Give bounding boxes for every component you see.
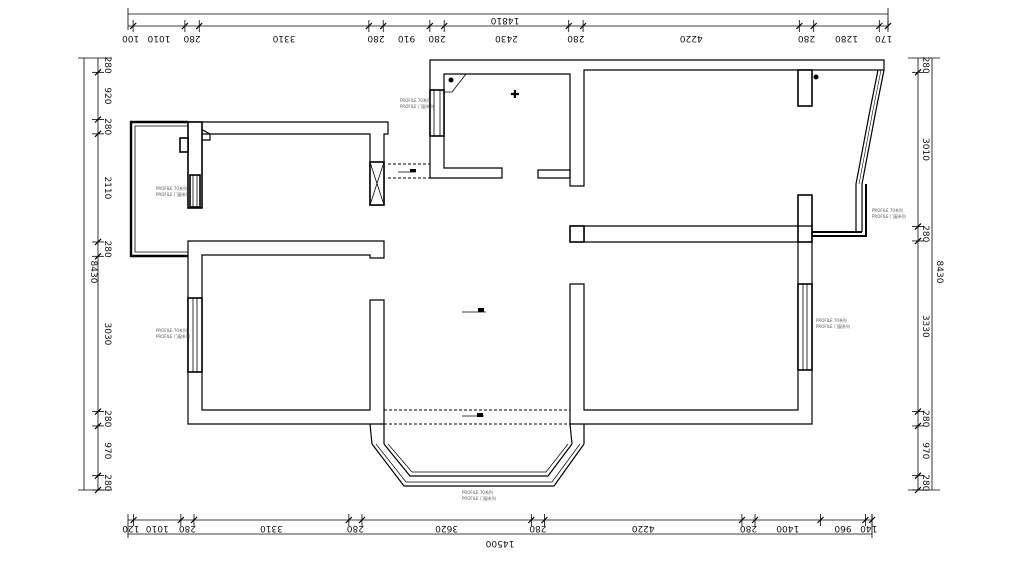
right-bedroom-door-post (569, 225, 585, 243)
right-total-label: 8430 (934, 261, 944, 284)
bottom-segment-label: 140 (860, 523, 877, 533)
top-segment-label: 280 (798, 33, 815, 43)
bottom-dimension-chain: 14500 120 1010 280 3310 280 3620 280 4220 280 140… (122, 514, 877, 548)
bathroom-window (429, 89, 445, 137)
top-dimension-chain: 14810 100 1010 280 3310 280 910 280 2430 280 4220… (122, 8, 892, 43)
note-kitchen-2: PROFILE 门窗系列 (156, 191, 190, 197)
note-bath-1: PROFILE 70系列 (400, 97, 431, 103)
top-segment-label: 1010 (147, 33, 170, 43)
right-segment-label: 3330 (920, 315, 930, 338)
right-bedroom-walls (569, 225, 813, 425)
right-segment-label: 280 (920, 474, 930, 491)
note-right-bed-1: PROFILE 70系列 (816, 317, 847, 323)
bottom-segment-label: 1010 (146, 523, 169, 533)
left-segment-label: 280 (102, 410, 112, 427)
left-segment-label: 970 (102, 442, 112, 459)
bottom-segment-label: 960 (834, 523, 851, 533)
top-segment-label: 4220 (679, 33, 702, 43)
right-segment-label: 280 (920, 57, 930, 74)
top-segment-label: 280 (183, 33, 200, 43)
note-kitchen-1: PROFILE 70系列 (156, 185, 187, 191)
level-marker-kitchen (398, 169, 416, 173)
left-segment-label: 920 (102, 87, 112, 104)
bottom-segment-label: 280 (529, 523, 546, 533)
note-left-bed-2: PROFILE 门窗系列 (156, 333, 190, 339)
note-right-bed-2: PROFILE 门窗系列 (816, 323, 850, 329)
note-bay-right-2: PROFILE 门窗系列 (872, 213, 906, 219)
note-bay-bottom-2: PROFILE 门窗系列 (462, 495, 496, 501)
top-segment-label: 100 (122, 33, 139, 43)
bottom-total-label: 14500 (485, 538, 514, 548)
note-bay-right-1: PROFILE 70系列 (872, 207, 903, 213)
bedroom-column (797, 69, 813, 107)
drain-icon (448, 77, 454, 83)
bedroom-right-pier (797, 194, 813, 243)
top-segment-label: 170 (875, 33, 892, 43)
right-bedroom-window (797, 283, 813, 371)
top-segment-label: 280 (367, 33, 384, 43)
bottom-segment-label: 120 (122, 523, 139, 533)
pipe-icon (813, 74, 819, 80)
top-segment-label: 280 (428, 33, 445, 43)
top-segment-label: 2430 (495, 33, 518, 43)
right-segment-label: 280 (920, 410, 930, 427)
level-marker-living (462, 308, 486, 313)
top-segment-label: 280 (567, 33, 584, 43)
bottom-segment-label: 3620 (435, 523, 458, 533)
right-dimension-chain: 8430 280 3010 280 3330 280 970 280 (908, 57, 944, 494)
level-marker-bay (462, 413, 484, 417)
top-segment-label: 1280 (835, 33, 858, 43)
note-bay-bottom-1: PROFILE 70系列 (462, 489, 493, 495)
top-segment-label: 910 (398, 33, 415, 43)
left-segment-label: 280 (102, 474, 112, 491)
bottom-segment-label: 280 (347, 523, 364, 533)
left-bedroom-top-wall (187, 240, 385, 425)
left-total-label: 8430 (88, 261, 98, 284)
kitchen-walls (187, 121, 389, 206)
cross-marker-icon: ✚ (510, 88, 519, 101)
right-segment-label: 3010 (920, 138, 930, 161)
window-annotations: PROFILE 70系列 PROFILE 门窗系列 PROFILE 70系列 P… (156, 97, 906, 501)
left-bedroom-window (187, 297, 203, 373)
bottom-segment-label: 1400 (776, 523, 799, 533)
bathroom-wall-stub (537, 169, 571, 179)
note-bath-2: PROFILE 门窗系列 (400, 103, 434, 109)
bottom-segment-label: 280 (179, 523, 196, 533)
top-segment-label: 3310 (272, 33, 295, 43)
kitchen-window (189, 174, 201, 208)
left-segment-label: 280 (102, 241, 112, 258)
top-total-label: 14810 (490, 15, 519, 25)
walls: ✚ (129, 59, 885, 487)
bathroom-duct (443, 73, 467, 93)
right-segment-label: 280 (920, 225, 930, 242)
bottom-segment-label: 4220 (631, 523, 654, 533)
kitchen-ledge (179, 137, 189, 153)
left-dimension-chain: 8430 280 920 280 2110 280 3030 280 970 280 (78, 57, 112, 494)
left-segment-label: 280 (102, 118, 112, 135)
bottom-segment-label: 3310 (260, 523, 283, 533)
note-left-bed-1: PROFILE 70系列 (156, 327, 187, 333)
right-segment-label: 970 (920, 442, 930, 459)
left-segment-label: 280 (102, 57, 112, 74)
bottom-segment-label: 280 (740, 523, 757, 533)
left-segment-label: 3030 (102, 323, 112, 346)
left-balcony-outline (129, 120, 188, 258)
left-segment-label: 2110 (102, 176, 112, 199)
